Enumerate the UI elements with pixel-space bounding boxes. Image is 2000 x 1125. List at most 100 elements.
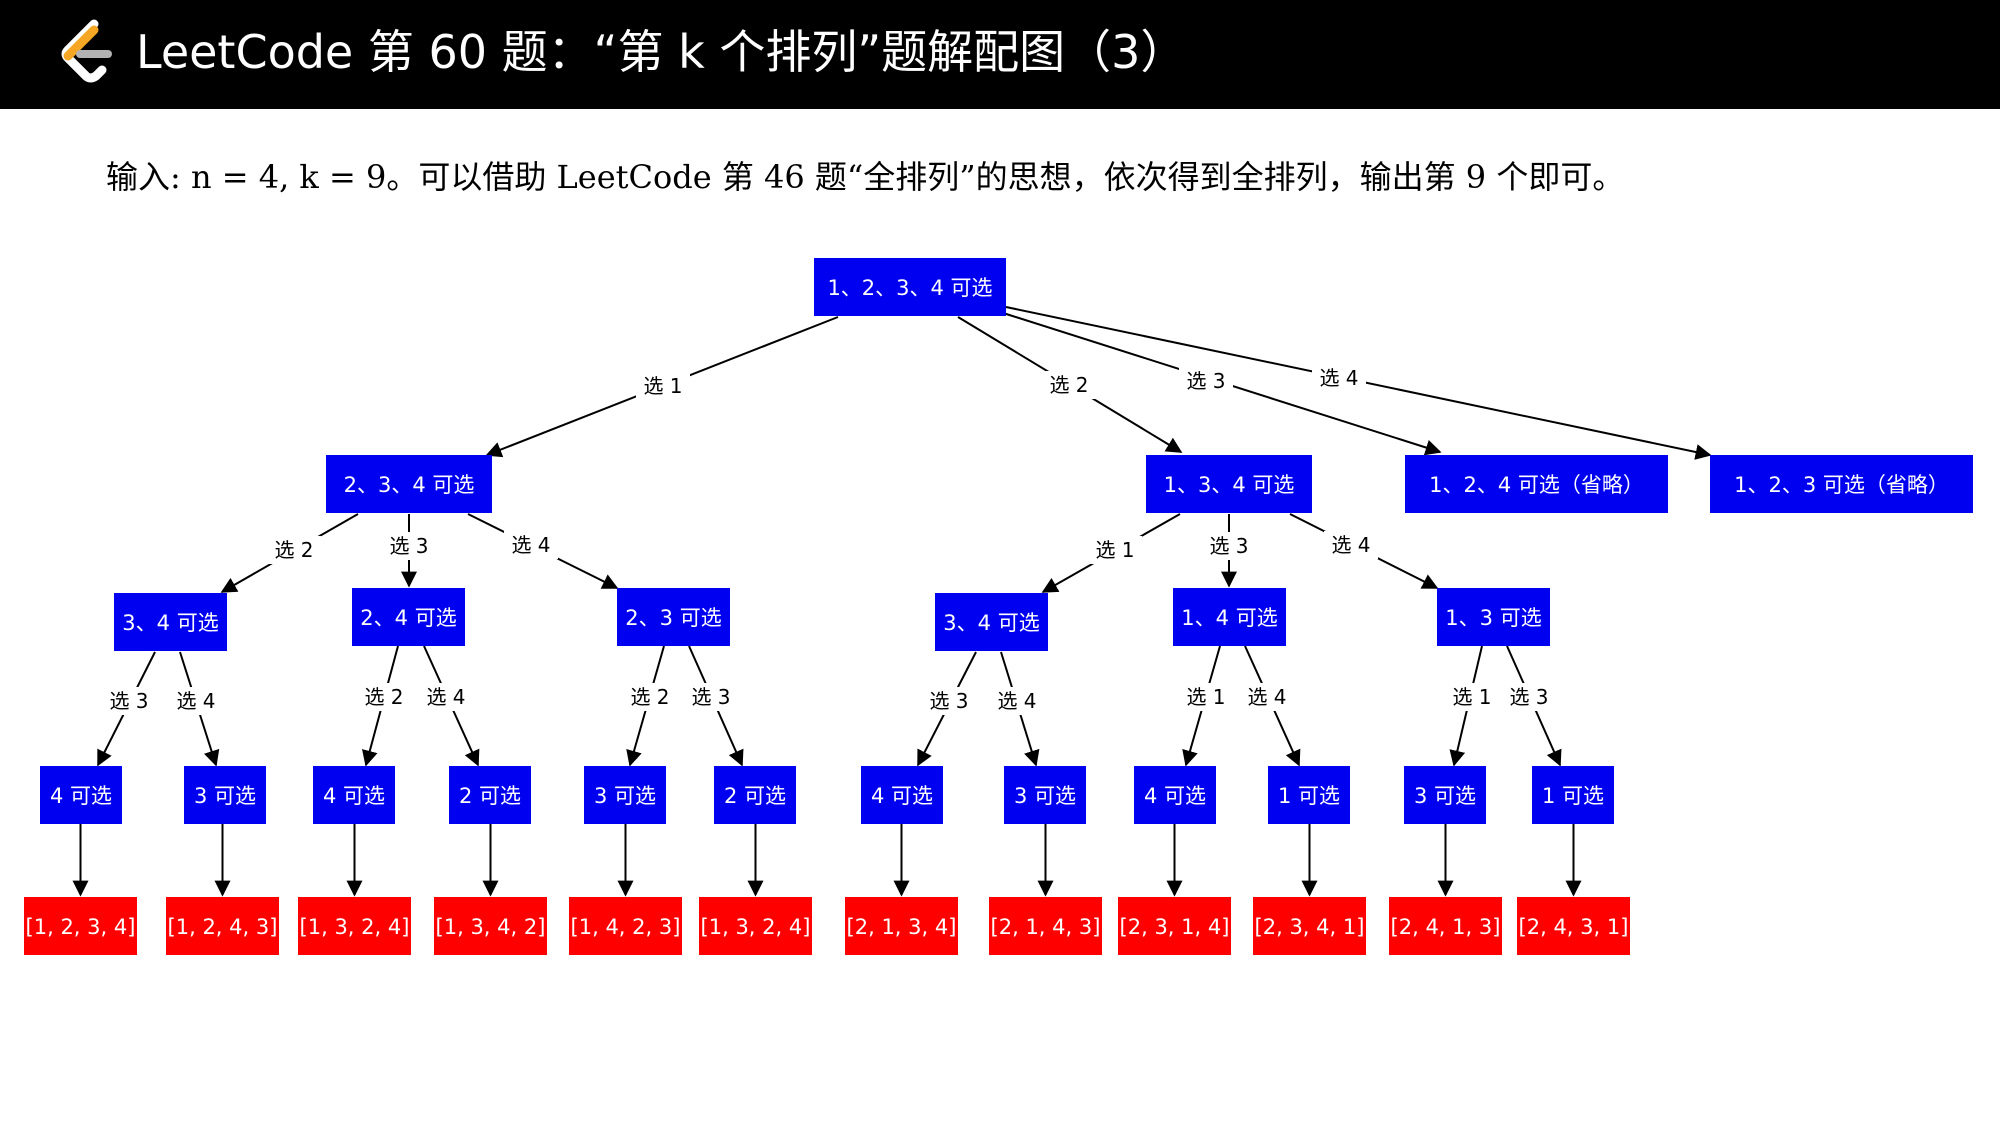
choice-node: 1、3 可选	[1437, 588, 1550, 646]
node-box	[1389, 897, 1502, 955]
node-label: 1、2、3、4 可选	[827, 276, 992, 300]
choice-node: 1、2、3 可选（省略）	[1710, 455, 1973, 513]
node-label: [1, 4, 2, 3]	[571, 915, 681, 939]
node-label: [1, 3, 2, 4]	[701, 915, 811, 939]
node-label: 4 可选	[1144, 784, 1206, 808]
node-box	[714, 766, 796, 824]
edge-label-background	[419, 683, 473, 711]
node-label: 4 可选	[871, 784, 933, 808]
problem-description: 输入: n = 4, k = 9。可以借助 LeetCode 第 46 题“全排…	[106, 158, 1625, 196]
edge-label: 选 1	[1095, 538, 1134, 562]
node-label: [2, 1, 3, 4]	[847, 915, 957, 939]
node-label: 1 可选	[1542, 784, 1604, 808]
node-box	[617, 588, 730, 646]
choice-node: 1、2、3、4 可选	[814, 258, 1006, 316]
node-box	[352, 588, 465, 646]
edge-label: 选 3	[929, 689, 968, 713]
node-box	[184, 766, 266, 824]
edge-label-background	[382, 532, 436, 560]
node-box	[1437, 588, 1550, 646]
choice-node: 1 可选	[1532, 766, 1614, 824]
node-label: [2, 1, 4, 3]	[991, 915, 1101, 939]
node-box	[326, 455, 492, 513]
choice-node: 3、4 可选	[935, 593, 1048, 651]
edge-label-background	[623, 683, 677, 711]
node-label: 2 可选	[724, 784, 786, 808]
edge-label: 选 1	[1452, 685, 1491, 709]
node-box	[1173, 588, 1286, 646]
edge-label: 选 1	[1186, 685, 1225, 709]
node-box	[1004, 766, 1086, 824]
node-label: 1 可选	[1278, 784, 1340, 808]
node-box	[313, 766, 395, 824]
node-label: 2、3、4 可选	[344, 473, 475, 497]
node-box	[449, 766, 531, 824]
edge-label: 选 4	[176, 689, 215, 713]
node-label: [1, 2, 4, 3]	[168, 915, 278, 939]
edge-label: 选 3	[691, 685, 730, 709]
node-box	[24, 897, 137, 955]
choice-node: 2 可选	[449, 766, 531, 824]
choice-node: 3 可选	[184, 766, 266, 824]
node-box	[814, 258, 1006, 316]
edge-label-background	[504, 531, 558, 559]
edge-label-background	[1088, 536, 1142, 564]
edge-label-background	[1179, 683, 1233, 711]
node-label: 1、3、4 可选	[1164, 473, 1295, 497]
choice-node: 2、4 可选	[352, 588, 465, 646]
edge-label-background	[1042, 371, 1096, 399]
permutation-result-node: [2, 3, 1, 4]	[1118, 897, 1231, 955]
node-label: [1, 3, 4, 2]	[436, 915, 546, 939]
edge-label-background	[636, 372, 690, 400]
choice-node: 2、3 可选	[617, 588, 730, 646]
node-box	[1268, 766, 1350, 824]
choice-node: 2、3、4 可选	[326, 455, 492, 513]
edge-label-background	[1324, 531, 1378, 559]
node-label: [2, 3, 1, 4]	[1120, 915, 1230, 939]
choice-node: 3、4 可选	[114, 593, 227, 651]
node-label: 3 可选	[194, 784, 256, 808]
node-box	[699, 897, 812, 955]
edge-label-background	[169, 687, 223, 715]
edge-label: 选 2	[364, 685, 403, 709]
edge-label-background	[1202, 532, 1256, 560]
permutation-result-node: [1, 3, 2, 4]	[699, 897, 812, 955]
leetcode-logo-icon	[61, 19, 112, 83]
node-box	[114, 593, 227, 651]
edge-label-background	[1179, 367, 1233, 395]
choice-node: 4 可选	[40, 766, 122, 824]
permutation-result-node: [1, 3, 2, 4]	[298, 897, 411, 955]
node-label: 1、2、4 可选（省略）	[1429, 473, 1644, 497]
edge-label: 选 3	[389, 534, 428, 558]
edge-label-background	[102, 687, 156, 715]
node-box	[1253, 897, 1366, 955]
node-box	[166, 897, 279, 955]
edge-label-background	[267, 536, 321, 564]
edge-label-background	[1240, 683, 1294, 711]
node-label: 2 可选	[459, 784, 521, 808]
node-box	[1710, 455, 1973, 513]
node-label: [1, 3, 2, 4]	[300, 915, 410, 939]
edge-label: 选 2	[274, 538, 313, 562]
edge-label-background	[1312, 364, 1366, 392]
node-box	[298, 897, 411, 955]
node-box	[845, 897, 958, 955]
edge-label-background	[990, 687, 1044, 715]
page-title: LeetCode 第 60 题：“第 k 个排列”题解配图（3）	[136, 25, 1187, 79]
permutation-result-node: [2, 4, 1, 3]	[1389, 897, 1502, 955]
node-label: 3 可选	[1014, 784, 1076, 808]
edge-label: 选 4	[1319, 366, 1358, 390]
choice-node: 4 可选	[313, 766, 395, 824]
node-box	[1146, 455, 1312, 513]
edge-label: 选 3	[1186, 369, 1225, 393]
node-label: 1、4 可选	[1181, 606, 1277, 630]
node-box	[434, 897, 547, 955]
choice-node: 1、4 可选	[1173, 588, 1286, 646]
node-box	[569, 897, 682, 955]
node-label: 1、3 可选	[1445, 606, 1541, 630]
edge-label: 选 2	[1049, 373, 1088, 397]
node-label: [2, 4, 3, 1]	[1519, 915, 1629, 939]
node-box	[1134, 766, 1216, 824]
permutation-result-node: [1, 2, 4, 3]	[166, 897, 279, 955]
